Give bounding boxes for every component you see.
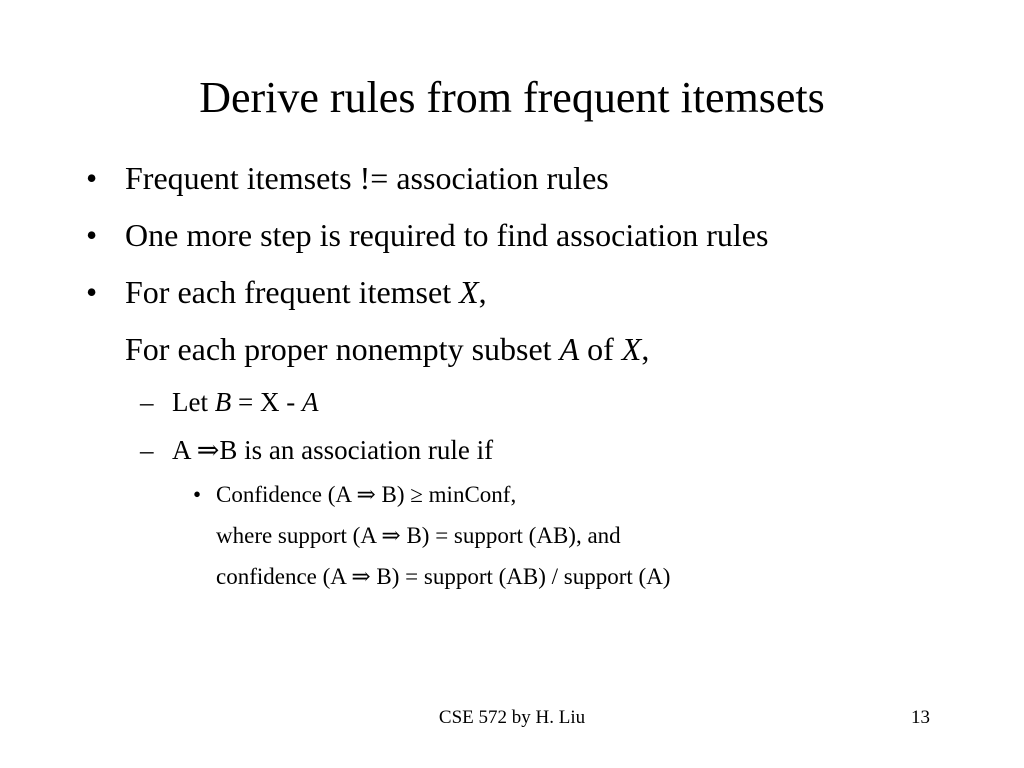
footer-course: CSE 572 by H. Liu (438, 707, 586, 728)
page-number: 13 (911, 707, 930, 728)
variable-b: B (214, 387, 232, 417)
bullet-icon: • (86, 274, 98, 310)
variable-a: A (559, 331, 580, 367)
sub-bullet-text: A ⇒B is an association rule if (172, 435, 494, 465)
sub-sub-bullet-item: Confidence (A ⇒ B) ≥ minConf, (216, 480, 516, 510)
continuation-text-suffix: , (641, 331, 650, 367)
continuation-text: For each proper nonempty subset (125, 331, 560, 367)
dash-icon: – (140, 387, 154, 417)
sub-bullet-text: Let (172, 387, 215, 417)
bullet-item: For each frequent itemset X, (125, 272, 487, 312)
sub-bullet-item: A ⇒B is an association rule if (172, 433, 493, 467)
bullet-item: One more step is required to find associ… (125, 215, 768, 255)
slide-title: Derive rules from frequent itemsets (199, 73, 825, 122)
bullet-text: Frequent itemsets != association rules (125, 160, 609, 196)
variable-a: A (301, 387, 319, 417)
sub-sub-bullet-text: Confidence (A ⇒ B) ≥ minConf, (216, 482, 517, 507)
sub-sub-bullet-text: confidence (A ⇒ B) = support (AB) / supp… (216, 564, 671, 589)
bullet-icon: • (86, 217, 98, 253)
variable-x: X (621, 331, 642, 367)
bullet-text-suffix: , (478, 274, 487, 310)
variable-x: X (459, 274, 479, 310)
sub-sub-bullet-text: where support (A ⇒ B) = support (AB), an… (216, 523, 621, 548)
sub-sub-bullet-continuation: confidence (A ⇒ B) = support (AB) / supp… (216, 562, 670, 592)
dash-icon: – (140, 435, 154, 465)
bullet-text: One more step is required to find associ… (125, 217, 769, 253)
bullet-continuation: For each proper nonempty subset A of X, (125, 329, 649, 369)
bullet-text: For each frequent itemset (125, 274, 460, 310)
continuation-text-mid: of (579, 331, 622, 367)
sub-bullet-item: Let B = X - A (172, 385, 318, 419)
sub-sub-bullet-continuation: where support (A ⇒ B) = support (AB), an… (216, 521, 621, 551)
bullet-icon: • (86, 160, 98, 196)
sub-bullet-text-mid: = X - (231, 387, 302, 417)
bullet-item: Frequent itemsets != association rules (125, 158, 609, 198)
bullet-icon: • (193, 482, 202, 507)
